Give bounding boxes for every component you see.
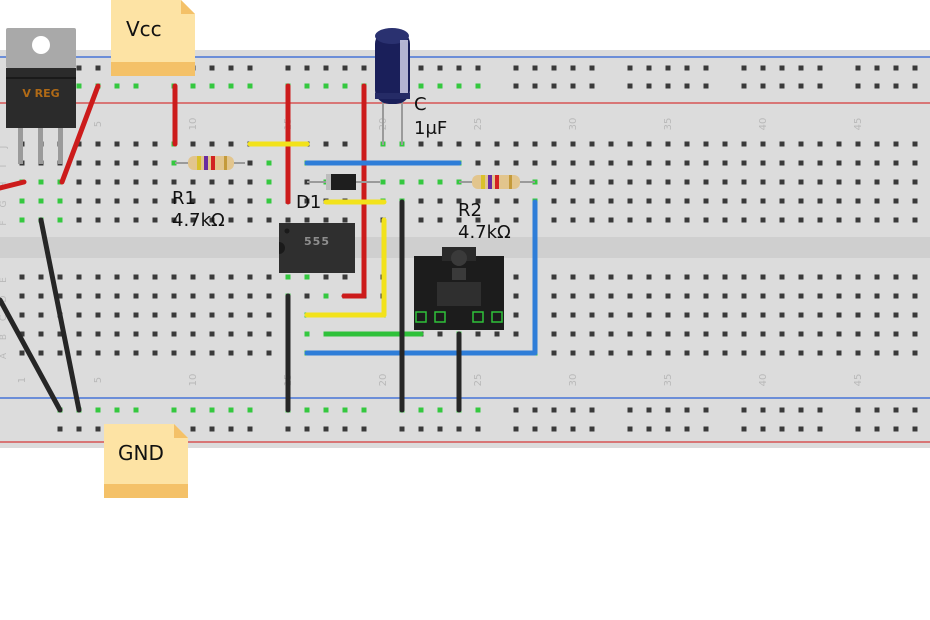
wire-black-offscreen	[0, 297, 63, 413]
ic-marking: 555	[304, 235, 330, 248]
column-number: 25	[473, 374, 484, 387]
column-number: 35	[663, 118, 674, 131]
row-letter: G	[0, 200, 9, 207]
vcc-note: Vcc	[111, 0, 195, 76]
column-number: 30	[568, 118, 579, 131]
gnd-note: GND	[104, 424, 188, 498]
audio-jack	[414, 247, 504, 330]
wire-black-vreg-gnd	[38, 217, 82, 413]
gnd-note-text: GND	[118, 441, 164, 465]
column-number: 45	[853, 374, 864, 387]
voltage-regulator: V REG	[6, 28, 76, 164]
column-number: 20	[378, 374, 389, 387]
ic-555: 555	[279, 223, 355, 273]
wire-red-reset	[341, 83, 367, 299]
r2-name-label: R2	[458, 200, 482, 221]
column-number: 10	[188, 374, 199, 387]
column-number: 40	[758, 374, 769, 387]
cap-value-label: 1μF	[414, 118, 447, 139]
vreg-marking: V REG	[22, 87, 59, 100]
wire-blue-r2	[304, 199, 538, 356]
row-letter: J	[0, 146, 9, 150]
vcc-note-text: Vcc	[126, 17, 162, 41]
column-number: 5	[93, 377, 104, 383]
wire-yellow-trigger	[304, 217, 387, 318]
row-letter: E	[0, 277, 9, 283]
column-number: 45	[853, 118, 864, 131]
column-number: 5	[93, 121, 104, 127]
row-letter: A	[0, 352, 9, 359]
row-letter: C	[0, 315, 9, 321]
row-letter: D	[0, 295, 9, 302]
wires	[0, 83, 538, 413]
resistor-r1	[175, 156, 245, 170]
row-letter: F	[0, 220, 9, 225]
wire-red-offscreen	[0, 179, 27, 191]
cap-name-label: C	[414, 94, 427, 115]
d1-name-label: D1	[296, 192, 321, 213]
column-number: 30	[568, 374, 579, 387]
diode-d1	[307, 174, 380, 190]
wire-red-vreg-out	[59, 83, 101, 185]
r1-name-label: R1	[172, 188, 196, 209]
r1-value-label: 4.7kΩ	[172, 210, 225, 231]
column-number: 40	[758, 118, 769, 131]
resistor-r2	[459, 175, 535, 189]
r2-value-label: 4.7kΩ	[458, 222, 511, 243]
column-number: 35	[663, 374, 674, 387]
column-number: 10	[188, 118, 199, 131]
capacitor-c	[375, 28, 410, 145]
column-number: 25	[473, 118, 484, 131]
row-letter: B	[0, 334, 9, 340]
column-number: 1	[17, 377, 28, 383]
row-letter: I	[0, 165, 9, 168]
